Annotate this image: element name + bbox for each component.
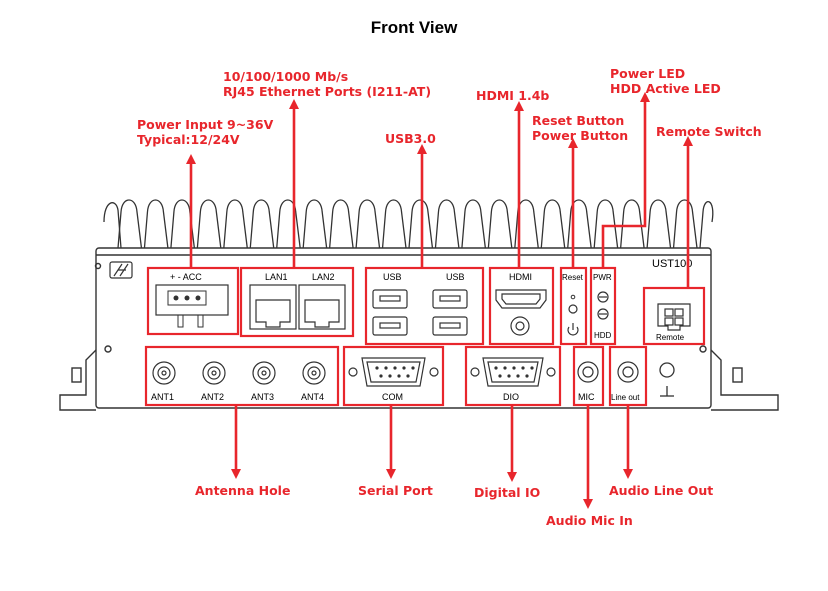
hdmi-label: HDMI xyxy=(509,272,532,282)
heatsink-fin xyxy=(143,199,169,249)
lan1-label: LAN1 xyxy=(265,272,288,282)
heatsink-fin xyxy=(699,201,714,249)
usb-callout: USB3.0 xyxy=(385,131,436,146)
dio-label: DIO xyxy=(503,392,519,402)
reset-label: Reset xyxy=(562,273,584,282)
heatsink-fin xyxy=(593,199,619,249)
usb-right-label: USB xyxy=(446,272,465,282)
ant4-label: ANT4 xyxy=(301,392,324,402)
reset-callout-line2: Power Button xyxy=(532,128,629,143)
heatsink-fin xyxy=(434,199,460,249)
hdd-label: HDD xyxy=(594,331,612,340)
heatsink-fin xyxy=(302,199,328,249)
power-input-line1: Power Input 9~36V xyxy=(137,117,274,132)
usb-ports: USB USB xyxy=(364,266,485,346)
heatsink-fin xyxy=(381,199,407,249)
com-label: COM xyxy=(382,392,403,402)
hdmi-port: HDMI xyxy=(488,266,555,346)
reset-power-buttons: Reset xyxy=(559,266,588,346)
lan-ports: LAN1 LAN2 xyxy=(239,266,355,338)
remote-label: Remote xyxy=(656,333,685,342)
ant1-label: ANT1 xyxy=(151,392,174,402)
line-out-label: Line out xyxy=(611,393,640,402)
led-callout-line1: Power LED xyxy=(610,66,686,81)
heatsink-fin xyxy=(672,199,698,249)
page-title: Front View xyxy=(370,18,458,37)
heatsink-fin xyxy=(619,199,645,249)
heatsink-fin xyxy=(487,199,513,249)
lan-callout: 10/100/1000 Mb/s RJ45 Ethernet Ports (I2… xyxy=(223,69,431,99)
reset-power-callout: Reset Button Power Button xyxy=(532,113,628,143)
led-callout-line2: HDD Active LED xyxy=(610,81,721,96)
remote-switch-callout: Remote Switch xyxy=(656,124,762,139)
ground-icon xyxy=(659,362,675,397)
heatsink-fin xyxy=(355,199,381,249)
model-label: UST100 xyxy=(652,258,692,270)
reset-callout-line1: Reset Button xyxy=(532,113,625,128)
mic-jack: MIC xyxy=(572,345,605,407)
usb-left-label: USB xyxy=(383,272,402,282)
heatsink-fin xyxy=(223,199,248,249)
dio-port: DIO xyxy=(464,345,562,407)
remote-switch-connector: Remote xyxy=(642,286,706,346)
heatsink-fin xyxy=(117,199,143,249)
ant3-label: ANT3 xyxy=(251,392,274,402)
heatsink-fin xyxy=(567,199,592,249)
lan-callout-line2: RJ45 Ethernet Ports (I211-AT) xyxy=(223,84,432,99)
audio-mic-callout: Audio Mic In xyxy=(546,513,633,528)
antenna-callout: Antenna Hole xyxy=(195,483,291,498)
callout-arrows xyxy=(186,92,693,509)
power-input-callout: Power Input 9~36V Typical:12/24V xyxy=(137,117,273,147)
heatsink-fin xyxy=(276,199,301,249)
hdmi-callout: HDMI 1.4b xyxy=(476,88,550,103)
heatsink-fin xyxy=(196,199,222,249)
serial-callout: Serial Port xyxy=(358,483,433,498)
power-connector-label: + - ACC xyxy=(170,272,202,282)
lan2-label: LAN2 xyxy=(312,272,335,282)
status-leds: PWR HDD xyxy=(589,266,617,346)
ant2-label: ANT2 xyxy=(201,392,224,402)
lan-callout-line1: 10/100/1000 Mb/s xyxy=(223,69,349,84)
digital-io-callout: Digital IO xyxy=(474,485,541,500)
heatsink-fin xyxy=(646,199,672,249)
mic-label: MIC xyxy=(578,392,595,402)
heatsink-fin xyxy=(461,199,487,249)
audio-line-out-callout: Audio Line Out xyxy=(609,483,714,498)
heatsink-fins xyxy=(103,202,122,249)
power-connector: + - ACC xyxy=(146,266,240,336)
chassis xyxy=(59,247,779,411)
power-icon xyxy=(567,323,579,336)
com-port: COM xyxy=(342,345,445,407)
line-out-jack: Line out xyxy=(608,345,648,407)
antenna-holes: ANT1 ANT2 ANT3 ANT4 xyxy=(144,345,340,407)
heatsink-fin xyxy=(328,199,354,249)
pwr-label: PWR xyxy=(593,273,612,282)
heatsink-fin xyxy=(540,199,566,249)
power-input-line2: Typical:12/24V xyxy=(137,132,240,147)
heatsink-fin xyxy=(249,199,275,249)
brand-logo-icon xyxy=(109,261,133,279)
led-callout: Power LED HDD Active LED xyxy=(610,66,721,96)
heatsink-fin xyxy=(408,199,434,249)
